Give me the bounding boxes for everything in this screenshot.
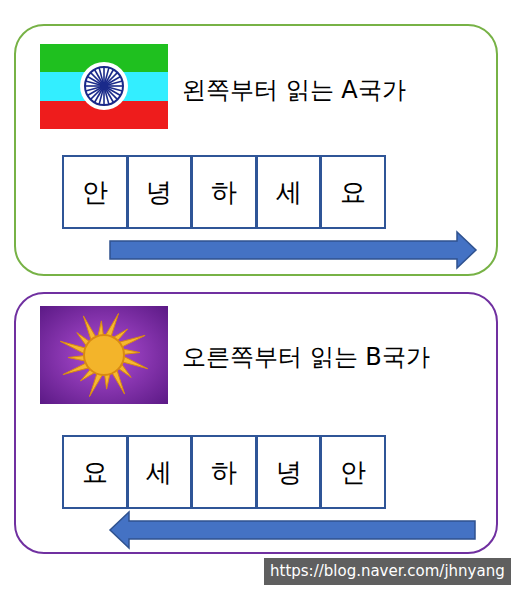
panel-heading: 오른쪽부터 읽는 B국가	[182, 343, 430, 371]
cell-letter: 요	[340, 175, 366, 210]
letter-cell: 세	[127, 435, 193, 509]
letter-cell: 녕	[256, 435, 322, 509]
country-panel: 왼쪽부터 읽는 A국가안 녕 하 세 요	[14, 24, 498, 276]
arrow-left	[110, 512, 475, 548]
cell-letter: 하	[211, 455, 237, 490]
country-panel: 오른쪽부터 읽는 B국가요 세 하 녕 안	[14, 292, 498, 554]
cell-letter: 안	[340, 455, 366, 490]
cell-letter: 요	[82, 455, 108, 490]
cell-letter: 하	[211, 175, 237, 210]
cell-letter: 세	[146, 455, 172, 490]
letter-cell: 세	[256, 155, 322, 229]
arrow-right	[110, 232, 476, 268]
watermark: https://blog.naver.com/jhnyang	[264, 558, 511, 585]
cell-letter: 녕	[276, 455, 302, 490]
letter-cell: 요	[320, 155, 386, 229]
flag-a	[40, 44, 168, 129]
letter-cell: 하	[191, 435, 257, 509]
letter-cell: 하	[191, 155, 257, 229]
letter-cell: 안	[320, 435, 386, 509]
letter-cell: 요	[62, 435, 128, 509]
letter-cell: 녕	[127, 155, 193, 229]
letter-cell: 안	[62, 155, 128, 229]
cell-letter: 세	[276, 175, 302, 210]
cell-letter: 안	[82, 175, 108, 210]
cell-letter: 녕	[146, 175, 172, 210]
panel-heading: 왼쪽부터 읽는 A국가	[182, 76, 406, 104]
flag-b	[40, 306, 168, 404]
